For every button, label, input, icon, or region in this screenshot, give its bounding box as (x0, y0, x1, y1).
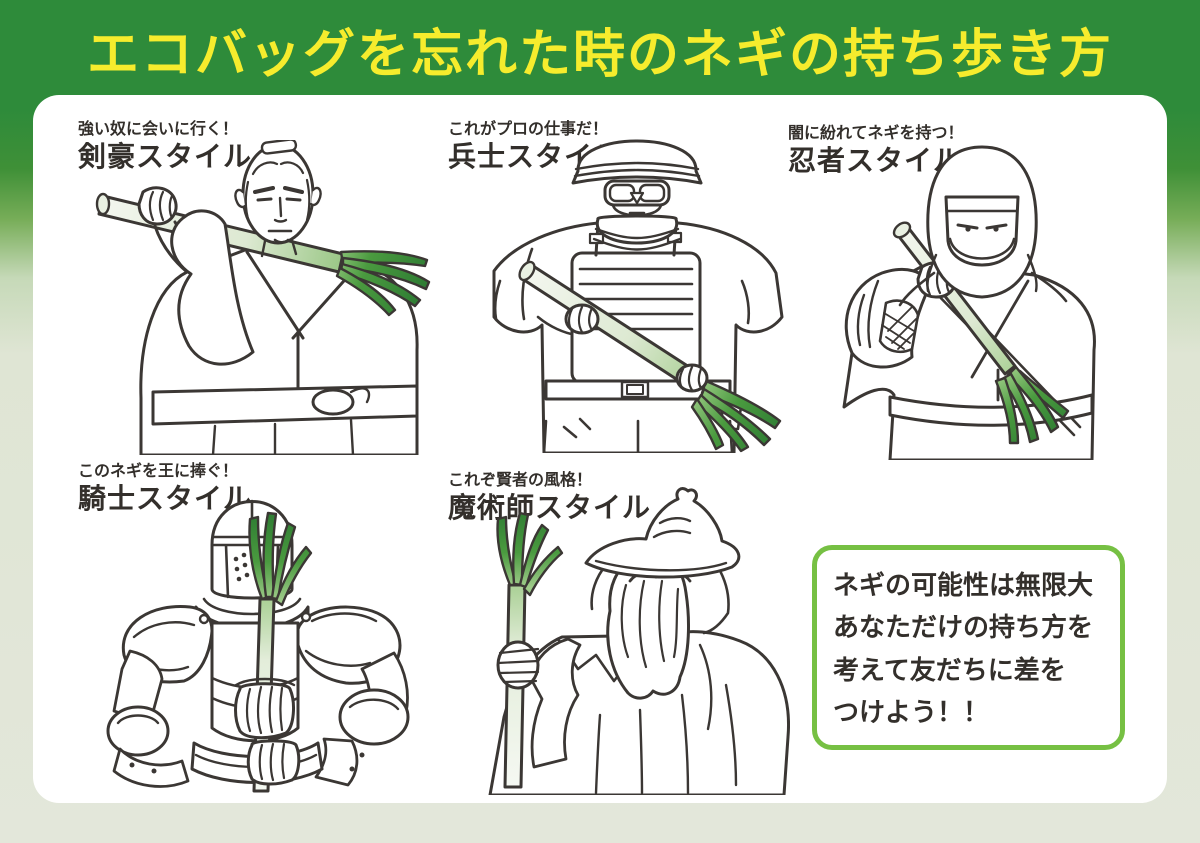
ninja-tagline: 闇に紛れてネギを持つ！ (788, 125, 964, 142)
swordsman-head (234, 140, 322, 258)
callout-line: ネギの可能性は無限大 (833, 570, 1094, 600)
swordsman-figure (95, 140, 431, 455)
knight-illustration (100, 493, 440, 798)
soldier-tagline: これがプロの仕事だ！ (448, 121, 609, 138)
label-swordsman-style: 強い奴に会いに行く！ 剣豪スタイル (78, 121, 252, 174)
callout-line: あなただけの持ち方を (833, 612, 1094, 643)
knight-figure (106, 499, 410, 793)
swordsman-illustration (95, 140, 435, 455)
soldier-figure (492, 139, 784, 453)
knight-style-name: 騎士スタイル (78, 483, 253, 515)
swordsman-style-name: 剣豪スタイル (78, 141, 253, 173)
leek-icon (518, 260, 782, 453)
soldier-illustration (480, 131, 800, 453)
wizard-style-name: 魔術師スタイル (448, 492, 652, 524)
wizard-tagline: これぞ賢者の風格！ (448, 472, 593, 489)
wizard-head (584, 487, 741, 700)
swordsman-tagline: 強い奴に会いに行く！ (78, 121, 239, 138)
wizard-illustration (450, 485, 790, 795)
callout-line: 考えて友だちに差を (833, 654, 1066, 685)
ninja-illustration (830, 145, 1140, 460)
poster-title: エコバッグを忘れた時のネギの持ち歩き方 (86, 26, 1113, 84)
label-ninja-style: 闇に紛れてネギを持つ！ 忍者スタイル (788, 125, 964, 178)
ninja-figure (842, 145, 1096, 460)
callout-box: ネギの可能性は無限大 あなただけの持ち方を 考えて友だちに差を つけよう！！ (812, 545, 1125, 750)
label-knight-style: このネギを王に捧ぐ！ 騎士スタイル (78, 463, 252, 516)
ninja-head (898, 145, 1068, 307)
wizard-figure (488, 487, 790, 795)
knight-tagline: このネギを王に捧ぐ！ (78, 463, 239, 480)
label-wizard-style: これぞ賢者の風格！ 魔術師スタイル (448, 472, 651, 525)
ninja-style-name: 忍者スタイル (788, 145, 963, 177)
content-card: 強い奴に会いに行く！ 剣豪スタイル これがプロの仕事だ！ 兵士スタイル 闇に紛れ… (33, 95, 1167, 803)
leek-icon (496, 511, 564, 789)
callout-line: つけよう！！ (833, 697, 990, 728)
